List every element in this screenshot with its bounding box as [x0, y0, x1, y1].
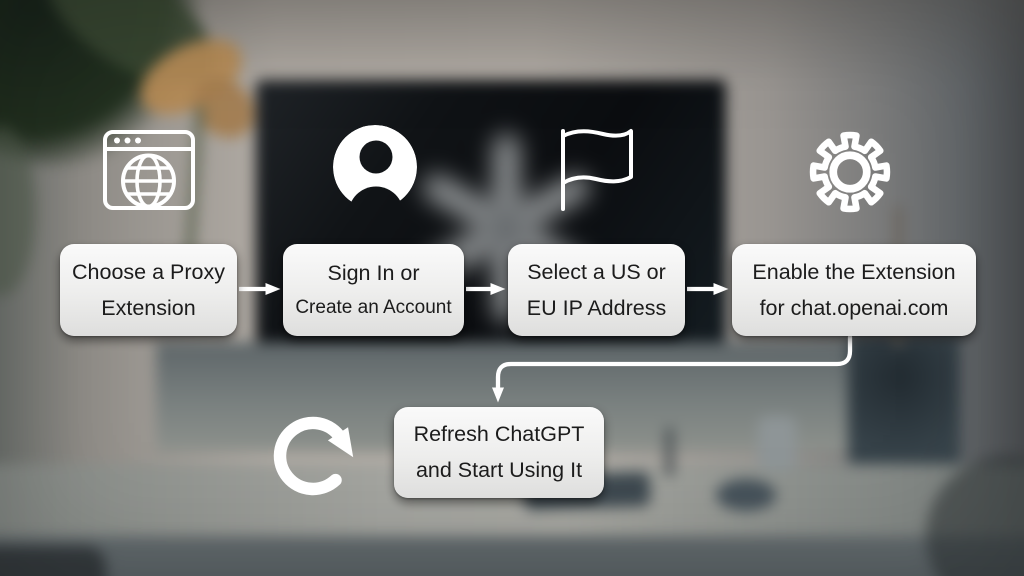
refresh-icon: [273, 416, 354, 496]
cup: [758, 416, 796, 470]
step-3-line-1: Select a US or: [527, 259, 666, 284]
flag-icon: [561, 129, 633, 211]
desk-front-edge: [0, 536, 1024, 576]
step-4-line-1: Enable the Extension: [752, 259, 956, 284]
user-icon: [333, 125, 417, 209]
step-1-line-1: Choose a Proxy: [72, 259, 225, 284]
step-2-line-2: Create an Account: [295, 296, 452, 318]
gear-icon: [809, 131, 891, 213]
desk-stand: [666, 428, 673, 476]
step-5-line-1: Refresh ChatGPT: [413, 422, 585, 447]
arrow-step4-step5: [492, 334, 853, 403]
step-box-1: Choose a Proxy Extension: [60, 244, 237, 336]
step-3-line-2: EU IP Address: [526, 295, 667, 320]
step-box-5: Refresh ChatGPT and Start Using It: [394, 407, 604, 498]
shadow-corner: [0, 546, 106, 576]
step-1-line-2: Extension: [101, 295, 196, 320]
step-box-2: Sign In or Create an Account: [283, 244, 464, 336]
mouse: [716, 479, 776, 511]
step-4-line-2: for chat.openai.com: [759, 295, 949, 320]
step-5-line-2: and Start Using It: [415, 458, 583, 482]
step-2-line-1: Sign In or: [327, 261, 420, 286]
step-box-4: Enable the Extension for chat.openai.com: [732, 244, 976, 336]
browser-globe-icon: [103, 130, 195, 210]
flow-arrows: [239, 283, 853, 403]
step-box-3: Select a US or EU IP Address: [508, 244, 685, 336]
right-speaker: [848, 336, 960, 482]
